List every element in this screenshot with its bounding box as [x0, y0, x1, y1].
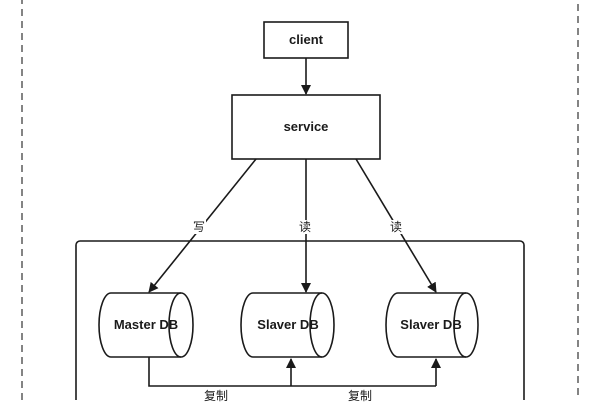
slave-db-1-cylinder: [240, 292, 335, 358]
service-box: [231, 94, 381, 160]
read-edge-label-1: 读: [298, 220, 313, 234]
read-edge-label-2: 读: [389, 220, 404, 234]
master-db-cylinder: [98, 292, 194, 358]
service-label: service: [283, 119, 329, 134]
slave-db-2-cylinder: [385, 292, 479, 358]
replication-line-base: [148, 357, 436, 387]
replicate-edge-label-2: 复制: [347, 389, 374, 403]
slave-db-2-label: Slaver DB: [400, 317, 462, 332]
master-db-label: Master DB: [113, 317, 179, 332]
write-edge-label: 写: [192, 220, 207, 234]
client-label: client: [289, 32, 323, 47]
replicate-edge-label-1: 复制: [203, 389, 230, 403]
slave-db-1-label: Slaver DB: [257, 317, 319, 332]
outer-boundary: [21, 0, 579, 400]
database-cluster-box: [75, 240, 525, 400]
